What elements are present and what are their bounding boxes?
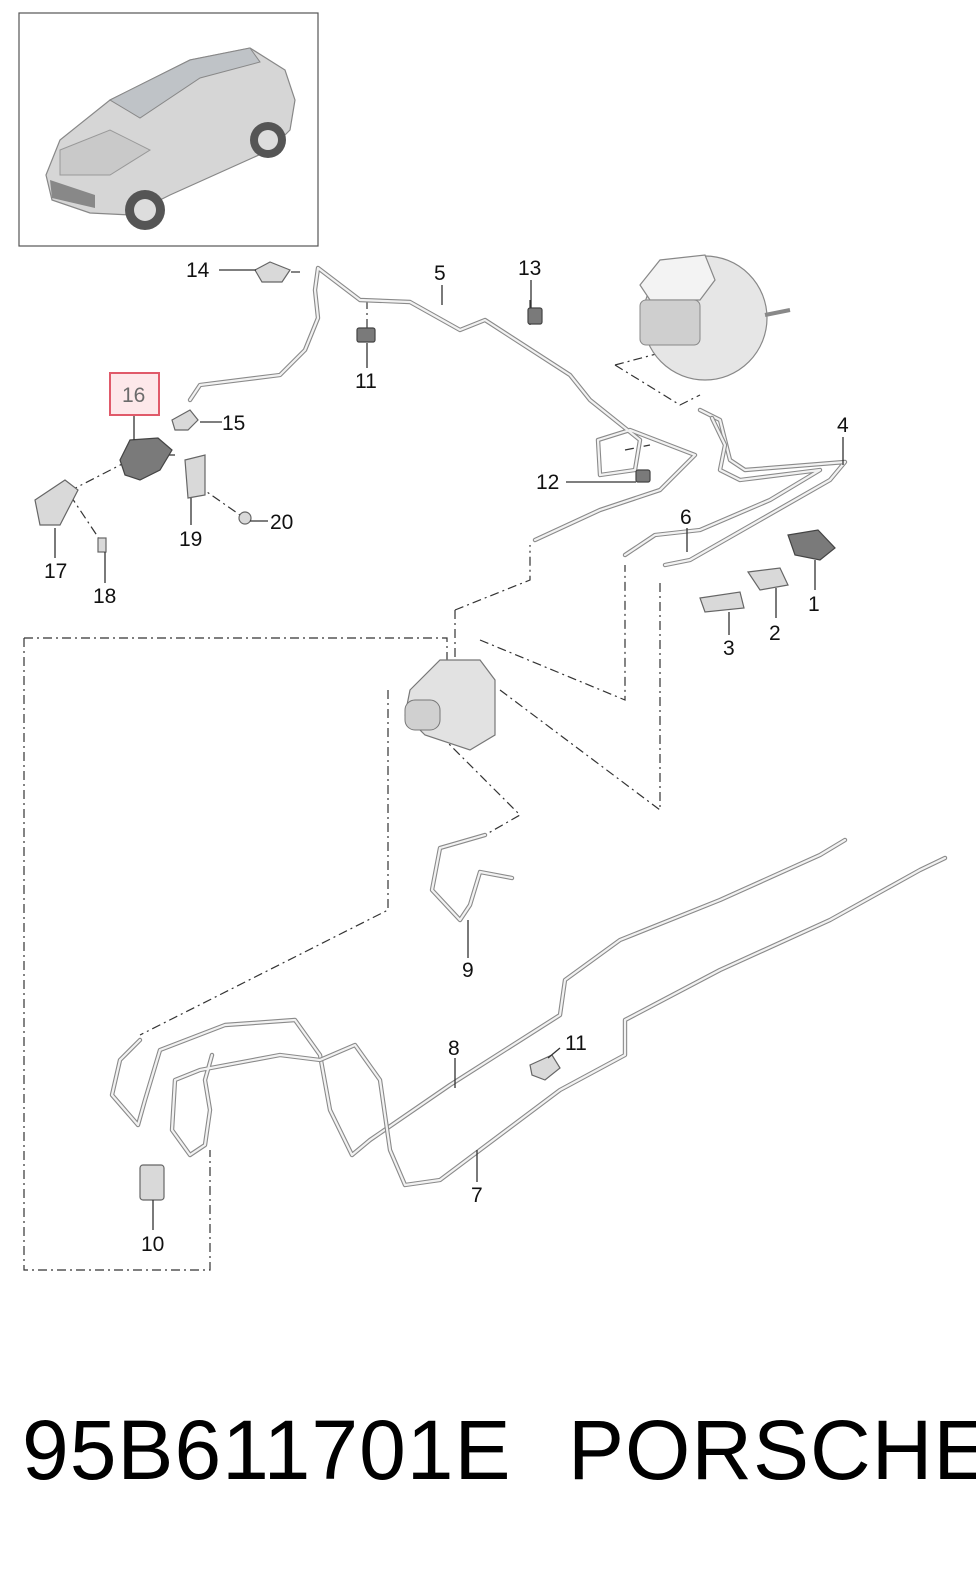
callout-13[interactable]: 13 <box>518 257 541 280</box>
part-20-nut <box>238 511 252 525</box>
callout-5[interactable]: 5 <box>434 262 446 285</box>
abs-hydraulic-unit <box>404 659 496 751</box>
part-17-bracket <box>34 479 79 526</box>
brand-name: PORSCHE <box>568 1403 976 1497</box>
callout-7[interactable]: 7 <box>471 1184 483 1207</box>
part-11-clip-upper <box>356 327 376 343</box>
callout-17[interactable]: 17 <box>44 560 67 583</box>
part-14-clip <box>254 261 291 283</box>
brake-booster <box>639 254 791 381</box>
callout-11-lower[interactable]: 11 <box>565 1032 587 1055</box>
leader-lines <box>54 269 844 1230</box>
callout-1[interactable]: 1 <box>808 593 820 616</box>
small-parts <box>34 261 836 1201</box>
callout-10[interactable]: 10 <box>141 1233 164 1256</box>
callout-3[interactable]: 3 <box>723 637 735 660</box>
callout-18[interactable]: 18 <box>93 585 116 608</box>
callout-20[interactable]: 20 <box>270 511 293 534</box>
brake-line-diagram: 14 5 13 11 16 15 12 4 6 20 19 17 18 1 2 … <box>18 12 948 1271</box>
callout-16[interactable]: 16 <box>122 384 145 407</box>
part-10-holder <box>139 1164 165 1201</box>
part-15-clip <box>171 409 199 431</box>
part-18-bolt <box>97 537 107 553</box>
brake-pipes <box>109 265 948 1188</box>
part-11-clip-lower <box>529 1054 561 1081</box>
highlight-box <box>109 372 160 416</box>
callout-15[interactable]: 15 <box>222 412 245 435</box>
callout-8[interactable]: 8 <box>448 1037 460 1060</box>
callout-11-upper[interactable]: 11 <box>355 370 377 393</box>
part-3-clip <box>699 591 745 613</box>
vehicle-thumbnail <box>18 12 319 247</box>
part-12-clip <box>635 469 651 483</box>
part-16-brake-hose <box>119 437 173 481</box>
callout-9[interactable]: 9 <box>462 959 474 982</box>
callout-4[interactable]: 4 <box>837 414 849 437</box>
callout-12[interactable]: 12 <box>536 471 559 494</box>
part-19-holder <box>184 454 206 499</box>
assembly-lines <box>23 271 701 1271</box>
footer: 95B611701E PORSCHE <box>0 1395 976 1505</box>
part-2-clip <box>746 567 789 591</box>
callout-14[interactable]: 14 <box>186 259 210 282</box>
callouts: 14 5 13 11 16 15 12 4 6 20 19 17 18 1 2 … <box>44 257 849 1256</box>
part-number: 95B611701E <box>22 1403 512 1497</box>
callout-6[interactable]: 6 <box>680 506 692 529</box>
callout-2[interactable]: 2 <box>769 622 781 645</box>
part-13-clip <box>527 307 543 325</box>
part-1-clip <box>787 529 836 561</box>
callout-19[interactable]: 19 <box>179 528 202 551</box>
